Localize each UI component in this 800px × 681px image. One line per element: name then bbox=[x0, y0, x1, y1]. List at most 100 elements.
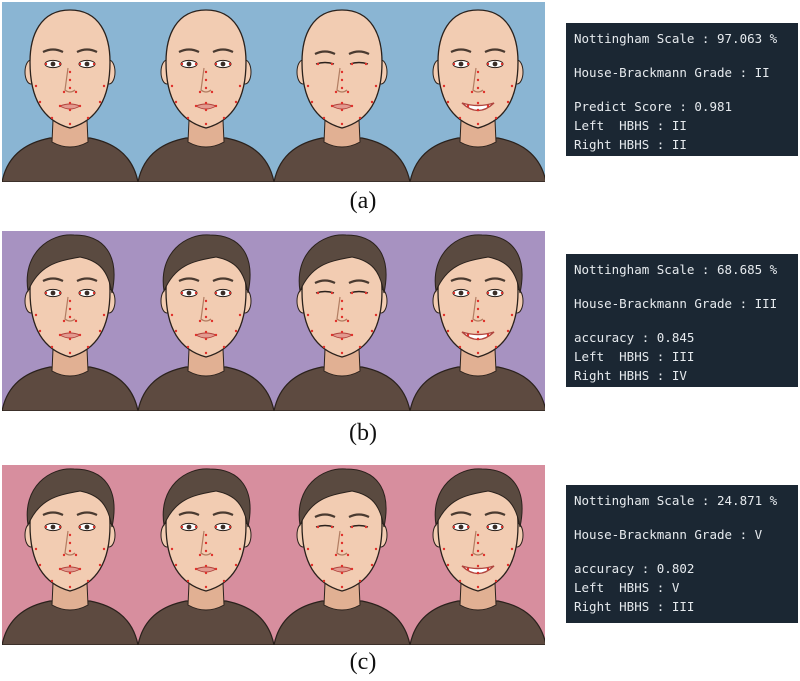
hair bbox=[298, 468, 387, 528]
neck bbox=[51, 582, 89, 611]
landmark-point bbox=[204, 315, 208, 319]
landmark-point bbox=[62, 90, 66, 94]
left-pupil bbox=[186, 61, 192, 67]
landmark-point bbox=[340, 337, 344, 341]
landmark-point bbox=[476, 122, 480, 126]
landmark-point bbox=[334, 90, 338, 94]
landmark-point bbox=[350, 104, 354, 108]
left-eyebrow bbox=[314, 513, 336, 518]
landmark-point bbox=[68, 299, 72, 303]
house-brackmann-grade-text: House-Brackmann Grade : III bbox=[574, 296, 778, 311]
landmark-point bbox=[470, 553, 474, 557]
face-illustration bbox=[409, 234, 545, 411]
landmark-point bbox=[370, 329, 374, 333]
left-eyebrow bbox=[42, 511, 64, 516]
landmark-point bbox=[98, 100, 102, 104]
landmark-point bbox=[506, 563, 510, 567]
landmark-point bbox=[446, 100, 450, 104]
landmark-point bbox=[194, 333, 198, 337]
landmark-point bbox=[186, 579, 190, 583]
left-pupil bbox=[458, 61, 464, 67]
landmark-point bbox=[322, 345, 326, 349]
right-hbhs-text: Right HBHS : II bbox=[574, 137, 687, 152]
landmark-point bbox=[486, 62, 490, 66]
landmark-point bbox=[204, 299, 208, 303]
shirt bbox=[409, 366, 545, 411]
landmark-point bbox=[204, 541, 208, 545]
landmark-point bbox=[194, 567, 198, 571]
landmark-point bbox=[102, 84, 106, 88]
landmark-point bbox=[170, 84, 174, 88]
landmark-point bbox=[102, 313, 106, 317]
face-strip-svg-b bbox=[2, 231, 545, 411]
landmark-point bbox=[68, 70, 72, 74]
landmark-point bbox=[330, 104, 334, 108]
panel-b: Nottingham Scale : 68.685 % House-Brackm… bbox=[0, 230, 800, 452]
right-eyebrow bbox=[76, 277, 98, 282]
landmark-point bbox=[350, 62, 354, 66]
landmark-point bbox=[466, 104, 470, 108]
landmark-point bbox=[234, 100, 238, 104]
landmark-point bbox=[510, 547, 514, 551]
landmark-point bbox=[214, 525, 218, 529]
landmark-point bbox=[204, 571, 208, 575]
landmark-point bbox=[466, 333, 470, 337]
landmark-point bbox=[214, 567, 218, 571]
landmark-point bbox=[44, 62, 48, 66]
landmark-point bbox=[340, 70, 344, 74]
shirt bbox=[273, 137, 411, 182]
smiling-mouth bbox=[461, 331, 495, 341]
landmark-point bbox=[350, 291, 354, 295]
caption-c: (c) bbox=[349, 649, 377, 675]
right-pupil bbox=[220, 290, 226, 296]
left-pupil bbox=[186, 524, 192, 530]
nottingham-scale-text: Nottingham Scale : 68.685 % bbox=[574, 262, 778, 277]
landmark-point bbox=[58, 525, 62, 529]
landmark-point bbox=[452, 291, 456, 295]
accuracy-text: accuracy : 0.845 bbox=[574, 330, 695, 345]
landmark-point bbox=[214, 333, 218, 337]
right-pupil bbox=[84, 290, 90, 296]
right-hbhs-text: Right HBHS : III bbox=[574, 599, 695, 614]
landmark-point bbox=[374, 84, 378, 88]
face-illustration bbox=[2, 234, 139, 411]
landmark-point bbox=[310, 563, 314, 567]
landmark-point bbox=[330, 291, 334, 295]
landmark-point bbox=[228, 525, 232, 529]
landmark-point bbox=[68, 315, 72, 319]
landmark-point bbox=[78, 104, 82, 108]
landmark-point bbox=[186, 345, 190, 349]
landmark-point bbox=[506, 100, 510, 104]
nose bbox=[64, 67, 76, 93]
left-hbhs-text: Left HBHS : III bbox=[574, 349, 695, 364]
landmark-point bbox=[214, 62, 218, 66]
right-pupil bbox=[492, 290, 498, 296]
landmark-point bbox=[482, 319, 486, 323]
caption-b: (b) bbox=[349, 420, 377, 446]
right-pupil bbox=[220, 61, 226, 67]
landmark-point bbox=[98, 329, 102, 333]
panel-a: Nottingham Scale : 97.063 % House-Brackm… bbox=[0, 0, 800, 222]
head bbox=[437, 9, 519, 129]
landmark-point bbox=[306, 547, 310, 551]
landmark-point bbox=[204, 351, 208, 355]
nose bbox=[472, 67, 484, 93]
hair bbox=[162, 234, 251, 294]
left-hbhs-text: Left HBHS : II bbox=[574, 118, 687, 133]
hair bbox=[434, 468, 523, 528]
console-panel-c: Nottingham Scale : 24.871 % House-Brackm… bbox=[566, 485, 798, 623]
landmark-point bbox=[74, 90, 78, 94]
landmark-point bbox=[476, 78, 480, 82]
smiling-mouth bbox=[461, 565, 495, 575]
landmark-point bbox=[494, 579, 498, 583]
landmark-point bbox=[476, 351, 480, 355]
landmark-point bbox=[506, 329, 510, 333]
landmark-point bbox=[68, 571, 72, 575]
landmark-point bbox=[346, 319, 350, 323]
landmark-point bbox=[180, 62, 184, 66]
neck bbox=[459, 348, 497, 377]
landmark-point bbox=[204, 533, 208, 537]
landmark-point bbox=[68, 108, 72, 112]
right-eyebrow bbox=[484, 511, 506, 516]
left-eyebrow bbox=[450, 48, 472, 53]
